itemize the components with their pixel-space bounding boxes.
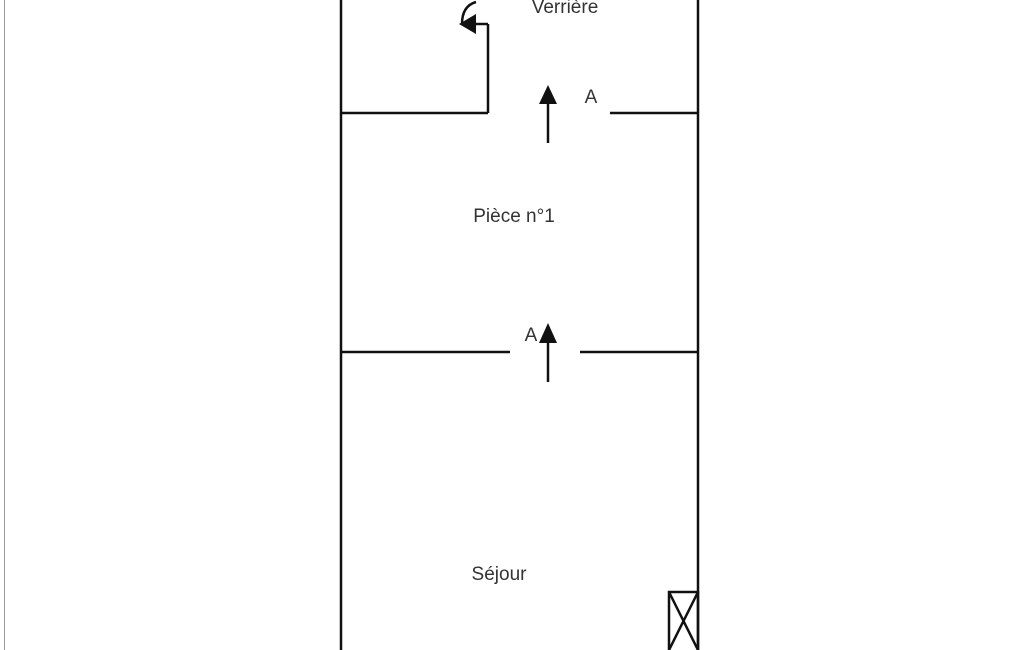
door-swing-arc xyxy=(460,0,477,25)
arrow-top-head-icon xyxy=(539,85,557,104)
marker-label-top: A xyxy=(584,87,598,108)
chimney-cross-b xyxy=(667,591,700,650)
arrow-middle-head-icon xyxy=(539,323,557,343)
room-label-sejour: Séjour xyxy=(471,564,527,585)
marker-label-middle: A xyxy=(524,325,538,346)
chimney-box xyxy=(667,590,700,650)
room-label-verriere: Verrière xyxy=(531,0,599,18)
room-label-piece1: Pièce n°1 xyxy=(473,206,555,227)
door-arrow-head-icon xyxy=(459,14,476,34)
